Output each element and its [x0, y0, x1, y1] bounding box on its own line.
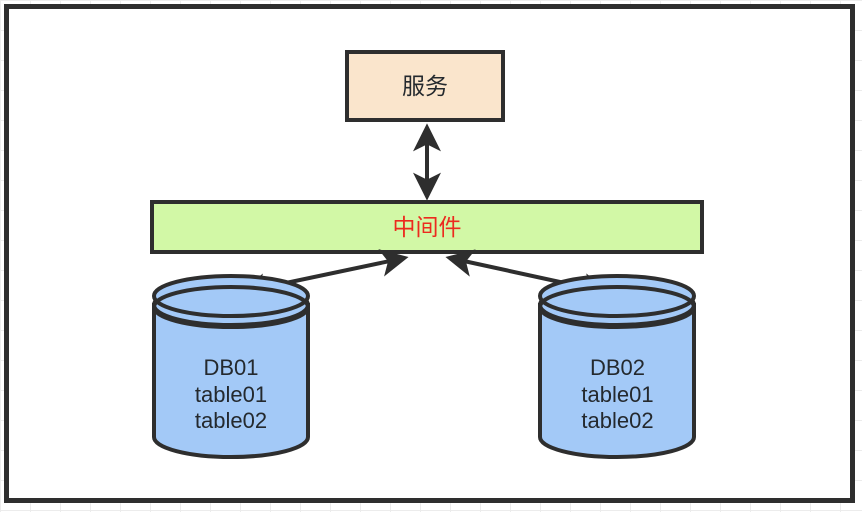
db01-cylinder[interactable] [152, 274, 310, 459]
middleware-box[interactable] [150, 200, 704, 254]
db02-body [538, 303, 696, 459]
db01-body [152, 303, 310, 459]
db02-cylinder[interactable] [538, 274, 696, 459]
service-box[interactable] [345, 50, 505, 122]
db01-top-ring-1 [152, 285, 310, 329]
db02-top-ring-2 [538, 274, 696, 318]
db01-top-ring-2 [152, 274, 310, 318]
db02-top-ring-1 [538, 285, 696, 329]
